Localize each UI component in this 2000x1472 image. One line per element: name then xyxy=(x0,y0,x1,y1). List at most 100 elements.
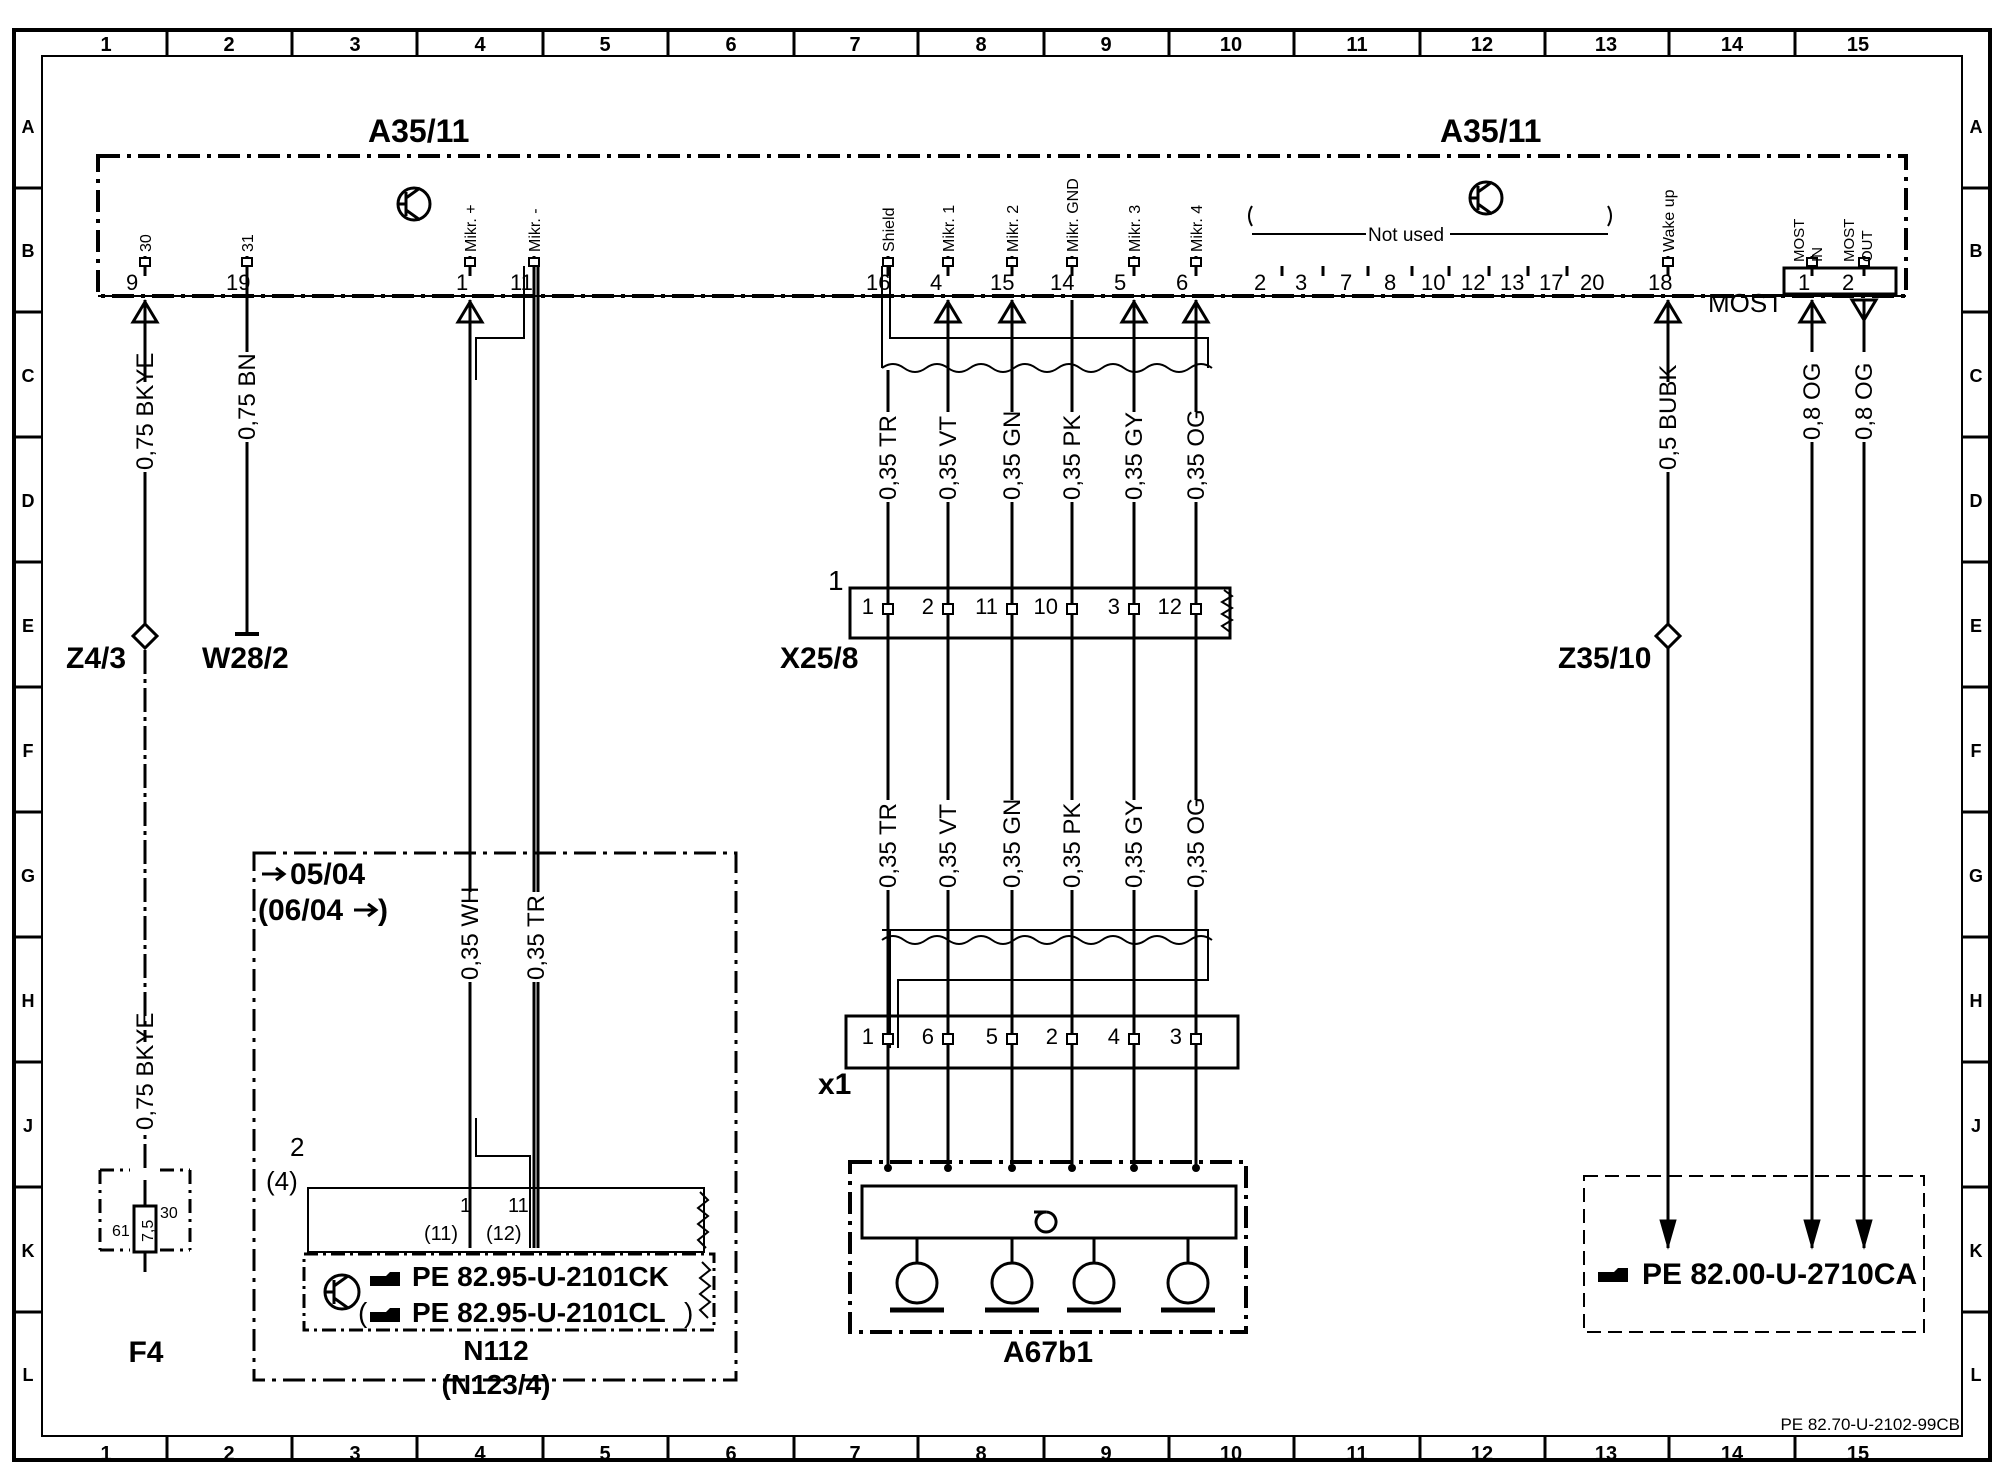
wire-label-text: 0,75 BKYE xyxy=(132,353,159,470)
grid-row-label: G xyxy=(1969,866,1983,886)
grid-column-label: 2 xyxy=(223,34,234,56)
arrow-right-icon xyxy=(262,866,287,882)
fuse-pin-left: 61 xyxy=(112,1223,130,1240)
unused-pin-number: 17 xyxy=(1539,270,1563,295)
x25-label: X25/8 xyxy=(780,642,858,675)
wire-label: 0,75 BKYE xyxy=(132,353,159,472)
most-label: MOST xyxy=(1708,288,1783,318)
wire-label-text: 0,8 OG xyxy=(1851,363,1878,440)
grid-column-label: 4 xyxy=(474,34,486,56)
pin-number-label: 4 xyxy=(930,270,942,295)
grid-column-label: 9 xyxy=(1100,34,1111,56)
grid-row-label: E xyxy=(22,616,34,636)
wire-label: 0,75 BN xyxy=(234,352,261,442)
x1-pin-number: 6 xyxy=(922,1024,934,1049)
most-out-sub: OUT xyxy=(1859,230,1876,262)
pin-name-label: Mikr. GND xyxy=(1065,178,1082,252)
not-used-bracket xyxy=(1248,205,1612,235)
grid-row-label: H xyxy=(1970,991,1983,1011)
wire-node xyxy=(944,1164,952,1172)
grid-column-label: 3 xyxy=(349,34,360,56)
most-out-label: MOST xyxy=(1841,219,1858,262)
grid-row-label: L xyxy=(23,1365,34,1385)
grid-row-label: F xyxy=(1971,741,1982,761)
grid-row-label: A xyxy=(22,117,35,137)
wire-label: 0,35 GY xyxy=(1121,412,1148,502)
unused-pin-number: 12 xyxy=(1461,270,1485,295)
grid-column-label: 13 xyxy=(1595,1443,1617,1465)
wire-label: 0,35 TR xyxy=(875,800,902,890)
grid-row-label: C xyxy=(1970,366,1983,386)
wire-label-text: 0,35 WH xyxy=(457,887,484,980)
output-arrows xyxy=(1659,1219,1873,1250)
grid-row-label: G xyxy=(21,866,35,886)
x25-pin-number: 3 xyxy=(1108,594,1120,619)
microphone-icon xyxy=(985,1238,1039,1313)
wire-node xyxy=(1008,1164,1016,1172)
unused-pin-number: 10 xyxy=(1421,270,1445,295)
grid-row-label: B xyxy=(22,241,35,261)
wire-node xyxy=(1192,1164,1200,1172)
a35-label-right: A35/11 xyxy=(1440,113,1541,149)
date-from-label: 05/04 xyxy=(290,858,365,891)
wire-node xyxy=(1130,1164,1138,1172)
z4-label: Z4/3 xyxy=(66,642,126,675)
wire-label: 0,8 OG xyxy=(1851,352,1878,442)
wire-label: 0,35 VT xyxy=(935,412,962,502)
fuse-f4 xyxy=(98,1168,192,1272)
grid-column-label: 10 xyxy=(1220,34,1242,56)
grid-column-label: 15 xyxy=(1847,1443,1869,1465)
grid-column-label: 6 xyxy=(725,34,736,56)
wire-label-text: 0,35 VT xyxy=(935,804,962,888)
x1-pin-number: 3 xyxy=(1170,1024,1182,1049)
unused-pin-number: 8 xyxy=(1384,270,1396,295)
grid-column-label: 12 xyxy=(1471,34,1493,56)
x1-pin-number: 1 xyxy=(862,1024,874,1049)
ref-pe-2101ck: PE 82.95-U-2101CK xyxy=(412,1261,669,1292)
pin-name-label: Mikr. 1 xyxy=(941,205,958,252)
pin-name-label: 31 xyxy=(240,234,257,252)
x1-label: x1 xyxy=(818,1068,851,1101)
grid-column-label: 5 xyxy=(599,34,610,56)
a35-label-left: A35/11 xyxy=(368,113,469,149)
grid-column-label: 3 xyxy=(349,1443,360,1465)
ref-pe-2101cl: PE 82.95-U-2101CL xyxy=(412,1297,666,1328)
unused-pin-number: 3 xyxy=(1295,270,1307,295)
grid-column-label: 14 xyxy=(1721,1443,1744,1465)
wire-label-text: 0,35 GY xyxy=(1121,800,1148,888)
n112-label: N112 xyxy=(463,1335,528,1366)
arrow-right-icon xyxy=(354,902,379,918)
a67-label: A67b1 xyxy=(1003,1336,1093,1369)
x25-pin-number: 10 xyxy=(1034,594,1058,619)
grid-column-label: 14 xyxy=(1721,34,1744,56)
pin-number-label: 9 xyxy=(126,270,138,295)
wire-label-text: 0,35 VT xyxy=(935,416,962,500)
pin-name-label: Wake up xyxy=(1661,189,1678,252)
pin-number-label: 2 xyxy=(1842,270,1854,295)
grid-row-label: A xyxy=(1970,117,1983,137)
electronic-symbol-icon xyxy=(396,186,432,222)
ref-pe-2710ca: PE 82.00-U-2710CA xyxy=(1642,1258,1917,1291)
wire-label: 0,35 OG xyxy=(1183,797,1210,890)
grid-column-label: 4 xyxy=(474,1443,486,1465)
connector-x25-8 xyxy=(848,586,1234,640)
x25-pin-number: 1 xyxy=(862,594,874,619)
grid-row-label: F xyxy=(23,741,34,761)
x1-pin-number: 2 xyxy=(1046,1024,1058,1049)
wire-label: 0,35 WH xyxy=(457,887,484,982)
wire-label-text: 0,35 GN xyxy=(999,799,1026,888)
n112-block-top: 2 xyxy=(290,1132,304,1162)
grid-column-label: 11 xyxy=(1346,34,1367,56)
grid-column-label: 7 xyxy=(849,1443,860,1465)
grid-column-label: 1 xyxy=(100,34,111,56)
n112-pin-a-alt: (11) xyxy=(424,1223,458,1245)
pin-name-label: Shield xyxy=(881,208,898,252)
wire-label-text: 0,35 OG xyxy=(1183,409,1210,500)
n112-pin-b-alt: (12) xyxy=(486,1223,522,1245)
wire-node xyxy=(884,1164,892,1172)
unused-pin-number: 2 xyxy=(1254,270,1266,295)
grid-column-label: 2 xyxy=(223,1443,234,1465)
pin-number-label: 16 xyxy=(866,270,890,295)
